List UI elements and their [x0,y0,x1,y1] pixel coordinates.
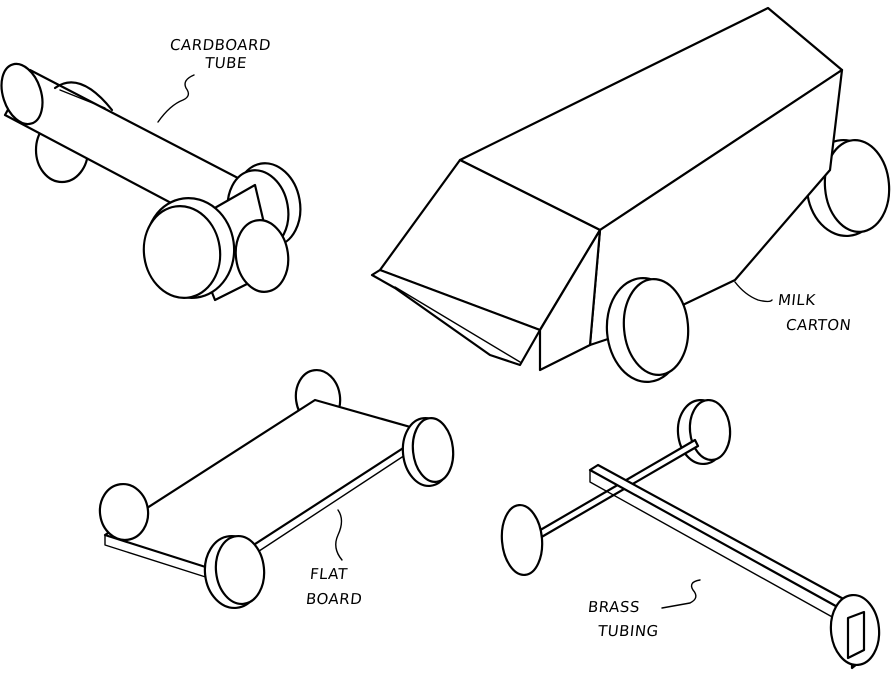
label-board: BOARD [305,590,364,608]
brass-car-axle [528,438,700,544]
milk-carton-leader [734,281,773,303]
label-brass: BRASS [587,598,641,616]
label-cardboard: CARDBOARD [169,36,272,54]
brass-tubing-car [500,398,881,670]
brass-car-wheel-left [500,503,544,577]
brass-tubing-leader [661,579,701,609]
milk-carton-car [370,6,891,384]
cardboard-tube-car [0,62,302,302]
label-carton: CARTON [785,316,853,334]
flat-board-leader [335,509,343,561]
label-milk: MILK [777,291,817,309]
cardboard-tube-leader [157,74,195,123]
label-flat: FLAT [309,565,349,583]
flat-board [103,398,430,572]
label-tube: TUBE [204,54,248,72]
label-tubing: TUBING [597,622,660,640]
tube-slot [53,81,114,112]
flat-board-car [98,369,455,610]
brass-tubing-beam [588,463,862,617]
board-car-wheel-front-left [98,482,150,542]
tube-end [0,62,44,126]
